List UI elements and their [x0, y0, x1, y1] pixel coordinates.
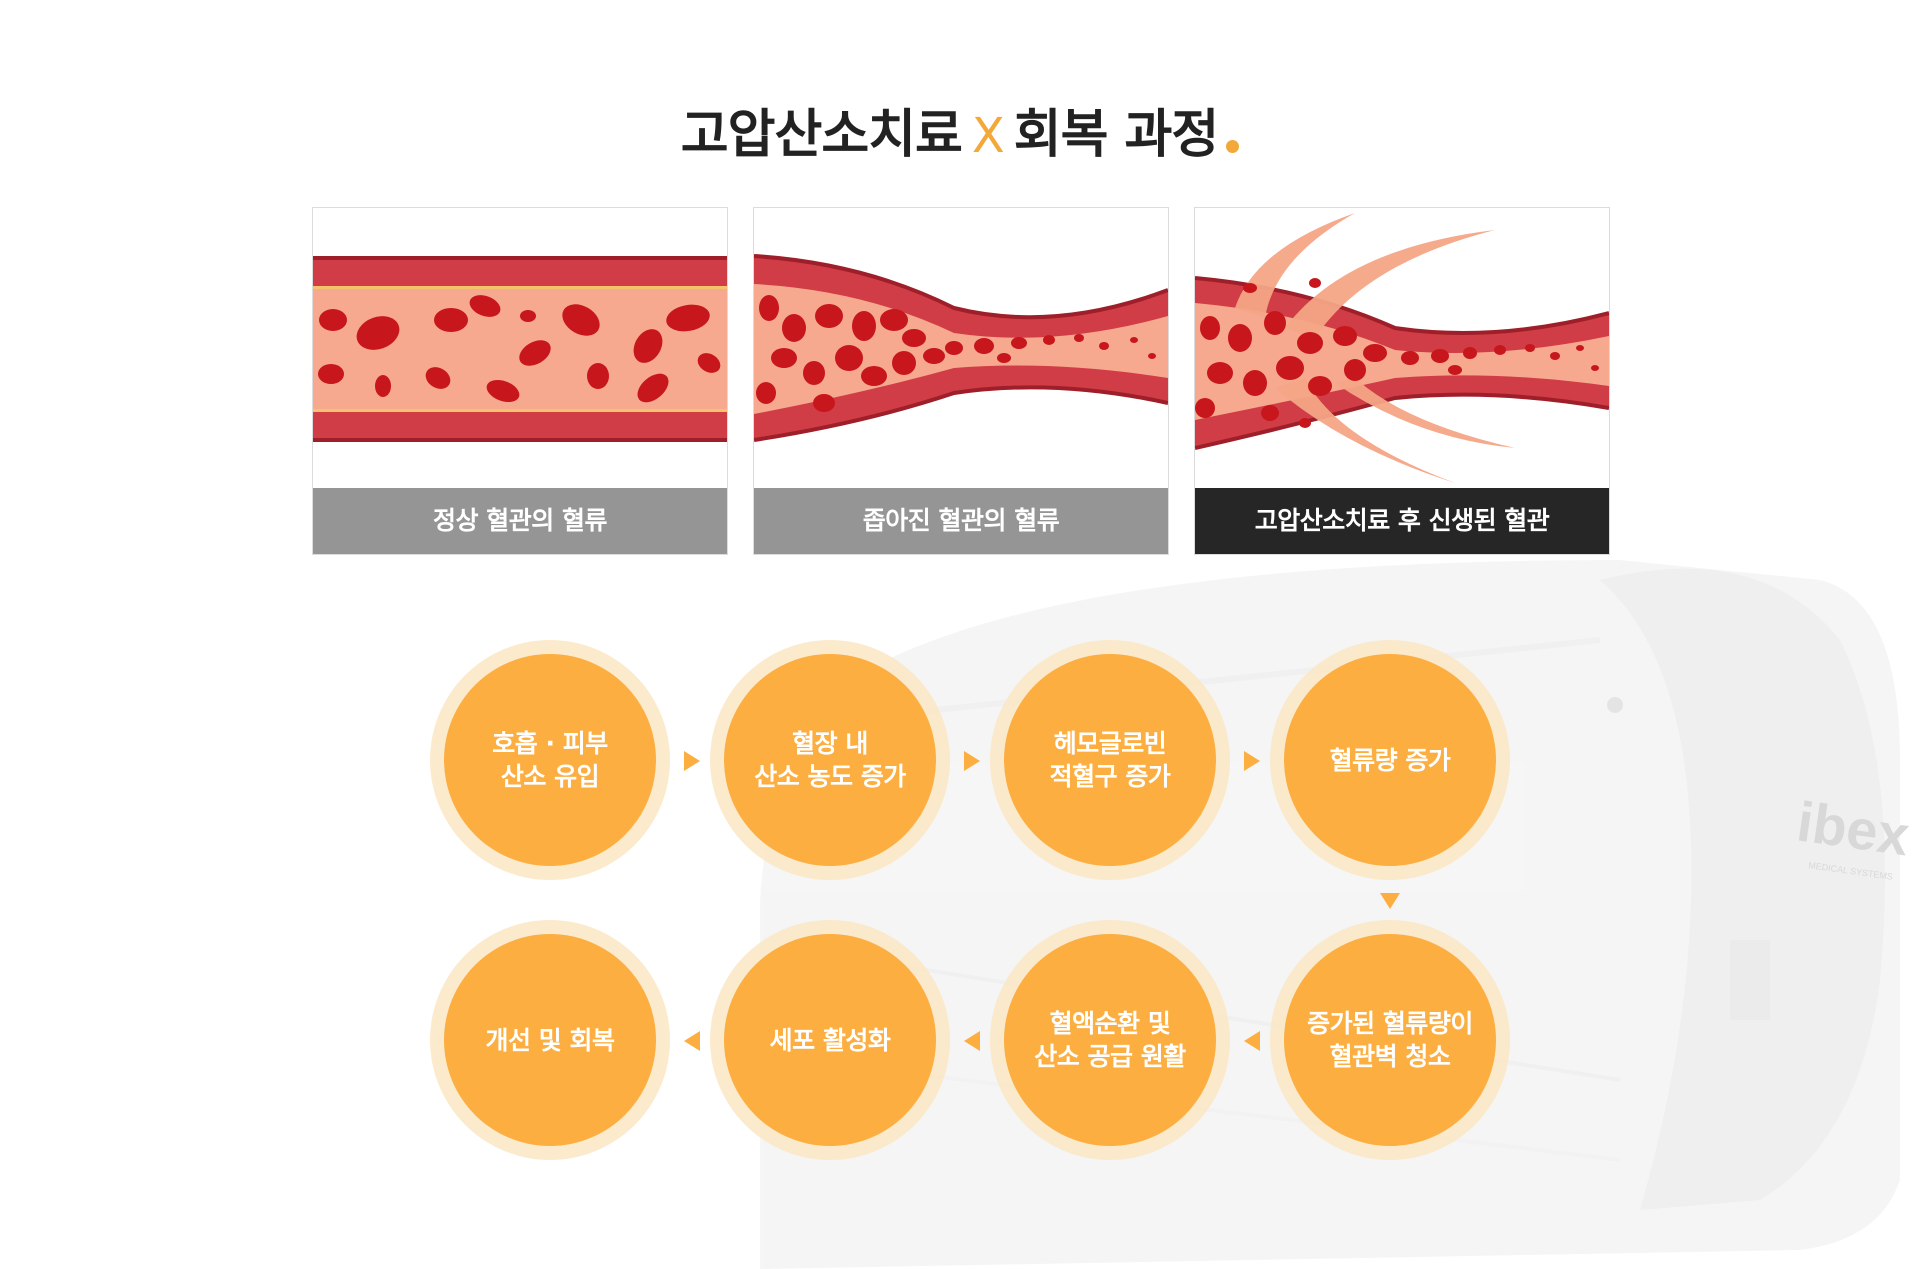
- arrow-left-icon: [1244, 1031, 1260, 1051]
- flow-step-5-label: 증가된 혈류량이 혈관벽 청소: [1284, 934, 1496, 1146]
- flow-step-4: 혈류량 증가: [1270, 640, 1510, 880]
- arrow-right-icon: [684, 751, 700, 771]
- flow-step-6: 혈액순환 및 산소 공급 원활: [990, 920, 1230, 1160]
- flow-step-5: 증가된 혈류량이 혈관벽 청소: [1270, 920, 1510, 1160]
- arrow-right-icon: [1244, 751, 1260, 771]
- flow-step-1: 호흡 · 피부 산소 유입: [430, 640, 670, 880]
- caption-new-vessel: 고압산소치료 후 신생된 혈관: [1195, 488, 1609, 554]
- title-separator: X: [971, 108, 1005, 164]
- title-dot-icon: [1226, 139, 1240, 153]
- flow-step-2-label: 혈장 내 산소 농도 증가: [724, 654, 936, 866]
- caption-normal-vessel: 정상 혈관의 혈류: [313, 488, 727, 554]
- flow-step-6-label: 혈액순환 및 산소 공급 원활: [1004, 934, 1216, 1146]
- narrowed-vessel-illustration: [754, 254, 1168, 442]
- flow-step-7: 세포 활성화: [710, 920, 950, 1160]
- flow-step-1-label: 호흡 · 피부 산소 유입: [444, 654, 656, 866]
- flow-step-7-label: 세포 활성화: [724, 934, 936, 1146]
- panel-new-vessel: 고압산소치료 후 신생된 혈관: [1194, 207, 1610, 555]
- arrow-left-icon: [684, 1031, 700, 1051]
- title-sub: 회복 과정: [1013, 105, 1219, 165]
- brand-logo-text: ibex: [1793, 789, 1913, 867]
- flow-step-4-label: 혈류량 증가: [1284, 654, 1496, 866]
- panel-normal-vessel: 정상 혈관의 혈류: [312, 207, 728, 555]
- flow-step-2: 혈장 내 산소 농도 증가: [710, 640, 950, 880]
- flow-step-8: 개선 및 회복: [430, 920, 670, 1160]
- panel-narrowed-vessel: 좁아진 혈관의 혈류: [753, 207, 1169, 555]
- flow-step-8-label: 개선 및 회복: [444, 934, 656, 1146]
- flow-step-3: 헤모글로빈 적혈구 증가: [990, 640, 1230, 880]
- vessel-panels: 정상 혈관의 혈류: [312, 207, 1610, 555]
- arrow-down-icon: [1380, 893, 1400, 909]
- arrow-right-icon: [964, 751, 980, 771]
- new-vessel-illustration: [1195, 213, 1609, 483]
- caption-narrowed-vessel: 좁아진 혈관의 혈류: [754, 488, 1168, 554]
- arrow-left-icon: [964, 1031, 980, 1051]
- title-main: 고압산소치료: [680, 105, 963, 165]
- flow-step-3-label: 헤모글로빈 적혈구 증가: [1004, 654, 1216, 866]
- normal-vessel-illustration: [313, 256, 727, 442]
